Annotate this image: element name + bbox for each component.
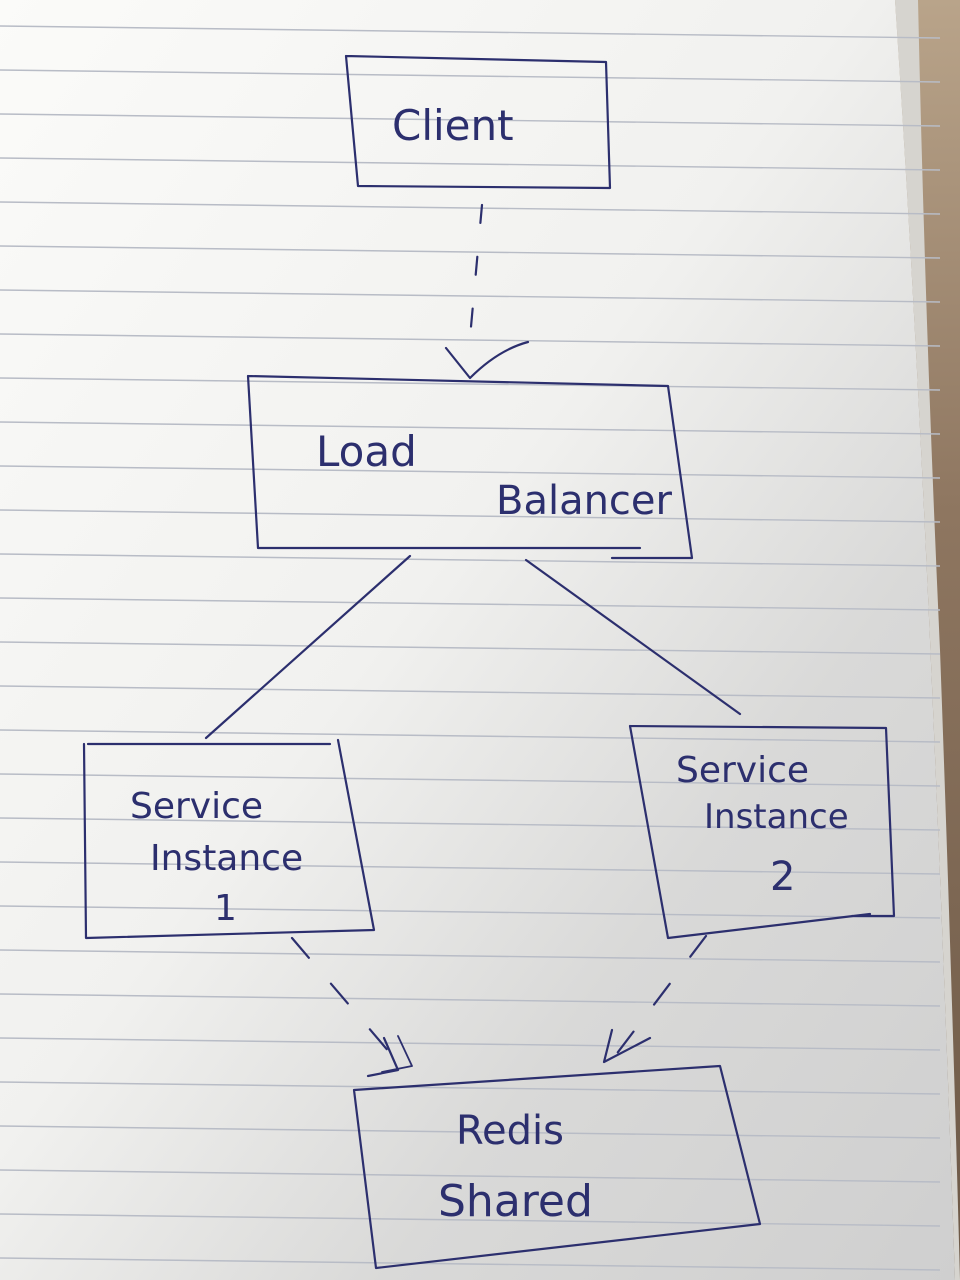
load-balancer-box <box>246 374 694 560</box>
ruled-line <box>0 201 941 215</box>
client-node: Client <box>344 54 612 190</box>
ruled-line <box>0 421 941 435</box>
ruled-line <box>0 773 941 787</box>
redis-node: Redis Shared <box>352 1064 762 1270</box>
edge-load-balancer-to-service-2 <box>524 558 742 716</box>
ruled-line <box>0 289 941 303</box>
service-2-label-line2: Instance <box>704 797 849 837</box>
load-balancer-label-line1: Load <box>316 427 417 476</box>
service-1-label-line1: Service <box>130 786 263 827</box>
ruled-line <box>0 245 941 259</box>
service-instance-2-node: Service Instance 2 <box>628 724 896 940</box>
ruled-line <box>0 1037 941 1051</box>
ruled-line <box>0 905 941 919</box>
ruled-line <box>0 641 941 655</box>
redis-label-line2: Shared <box>438 1176 593 1227</box>
service-1-label-line3: 1 <box>214 888 237 929</box>
edge-service-1-to-redis <box>290 936 413 1078</box>
ruled-line <box>0 113 941 127</box>
service-instance-2-box <box>628 724 896 940</box>
ruled-line <box>0 597 941 611</box>
edge-service-2-to-redis <box>602 934 708 1064</box>
redis-label-line1: Redis <box>456 1108 564 1154</box>
ruled-line <box>0 993 941 1007</box>
client-label: Client <box>392 101 514 150</box>
load-balancer-node: Load Balancer <box>246 374 694 560</box>
service-1-label-line2: Instance <box>150 838 303 879</box>
ruled-line <box>0 1169 941 1183</box>
ruled-line <box>0 377 941 391</box>
ruled-line <box>0 729 941 743</box>
service-2-label-line3: 2 <box>770 854 795 900</box>
ruled-line <box>0 157 941 171</box>
service-instance-1-node: Service Instance 1 <box>82 738 376 940</box>
ruled-line <box>0 69 941 83</box>
edge-client-to-load-balancer <box>444 203 530 380</box>
arrowhead-icon <box>444 340 530 380</box>
redis-box <box>352 1064 762 1270</box>
ruled-line <box>0 553 941 567</box>
service-2-label-line1: Service <box>676 750 809 791</box>
ruled-line <box>0 949 941 963</box>
ruled-line <box>0 685 941 699</box>
ruled-line <box>0 817 941 831</box>
ruled-line <box>0 1213 941 1227</box>
ruled-line <box>0 25 941 39</box>
arrowhead-icon <box>366 1036 400 1078</box>
client-box <box>344 54 612 190</box>
ruled-line <box>0 1257 941 1271</box>
ruled-line <box>0 333 941 347</box>
arrowhead-icon <box>602 1028 652 1064</box>
ruled-lines <box>0 25 941 1271</box>
ruled-line <box>0 509 941 523</box>
ruled-line <box>0 1081 941 1095</box>
ruled-line <box>0 465 941 479</box>
edge-load-balancer-to-service-1 <box>204 554 412 740</box>
ruled-line <box>0 861 941 875</box>
load-balancer-label-line2: Balancer <box>496 478 673 524</box>
service-instance-1-box <box>82 738 376 940</box>
ruled-line <box>0 1125 941 1139</box>
